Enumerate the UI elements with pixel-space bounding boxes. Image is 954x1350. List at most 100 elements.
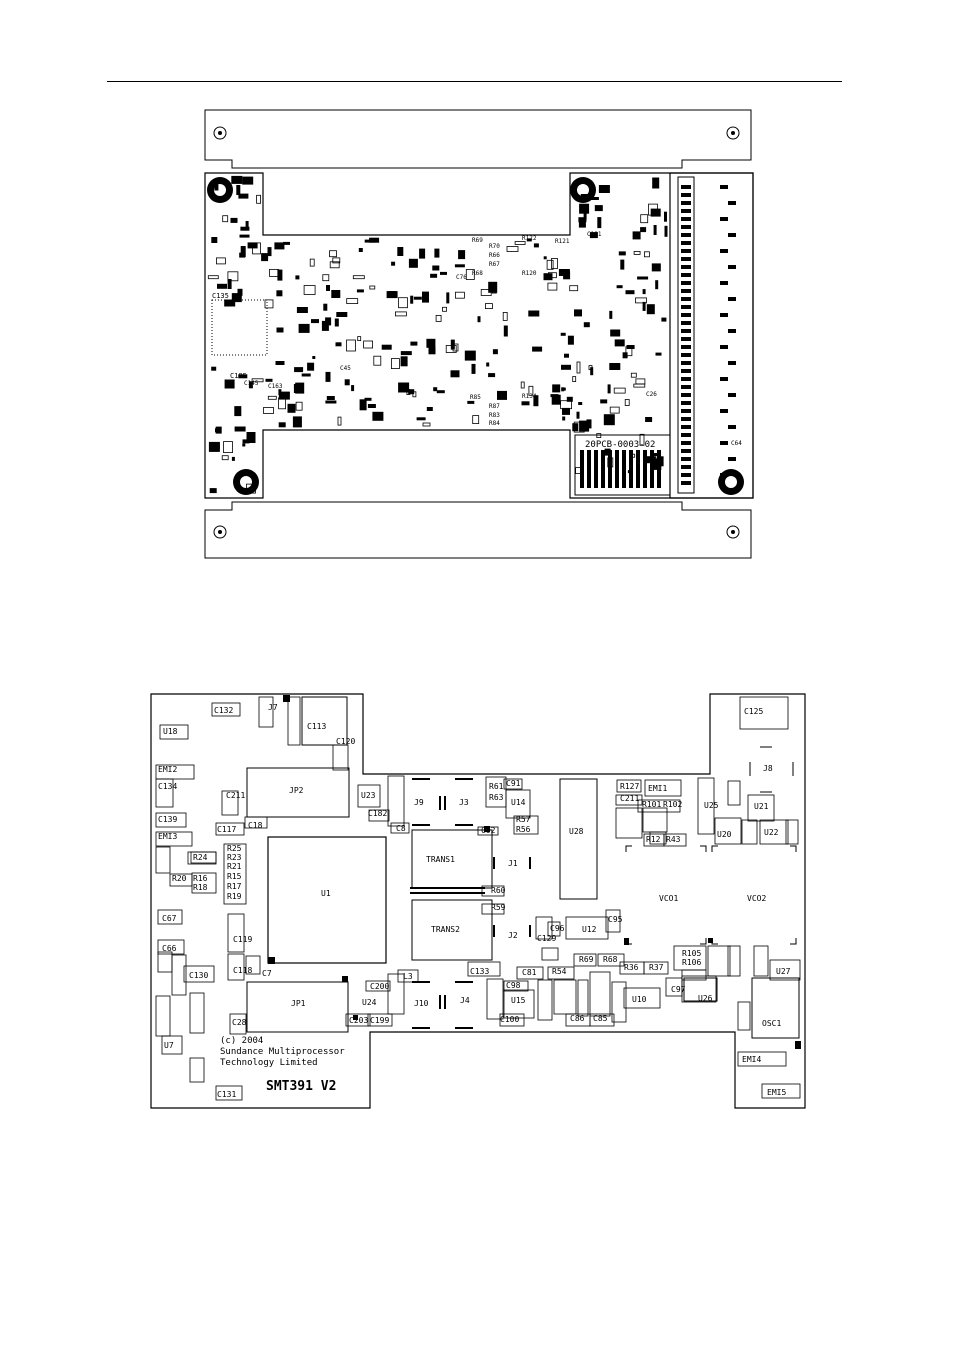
pcb-pad bbox=[564, 353, 569, 358]
pcb-pad bbox=[410, 295, 414, 304]
connector-pin bbox=[681, 329, 691, 333]
pcb-pad bbox=[363, 340, 374, 349]
connector-pin bbox=[681, 185, 691, 189]
silk-r84: R84 bbox=[489, 420, 500, 427]
label-c132: C132 bbox=[214, 706, 233, 715]
pcb-pad bbox=[293, 384, 300, 393]
pcb-pad bbox=[276, 290, 283, 297]
component-outline bbox=[513, 815, 539, 835]
pcb-pad bbox=[278, 391, 290, 400]
connector-pad bbox=[720, 409, 728, 413]
pcb-pad bbox=[432, 265, 440, 271]
pcb-pad bbox=[497, 390, 507, 400]
connector-pad bbox=[720, 345, 728, 349]
pcb-pad bbox=[364, 239, 376, 243]
pcb-pad bbox=[635, 297, 647, 304]
pcb-pad bbox=[251, 378, 264, 383]
trans2-area bbox=[411, 899, 493, 961]
pcb-pad bbox=[252, 242, 261, 255]
pcb-pad bbox=[295, 275, 300, 280]
pcb-pad bbox=[573, 421, 585, 433]
silk-r83: R83 bbox=[489, 412, 500, 419]
connector-pin bbox=[681, 345, 691, 349]
pcb-pad bbox=[642, 289, 646, 295]
pcb-pad bbox=[242, 443, 246, 447]
connector-pin bbox=[681, 393, 691, 397]
connector-pad bbox=[720, 249, 728, 253]
pcb-pad bbox=[567, 335, 574, 345]
label-c131: C131 bbox=[217, 1090, 236, 1099]
component-outline bbox=[737, 1051, 787, 1067]
label-c7: C7 bbox=[262, 969, 272, 978]
pcb-pad bbox=[231, 175, 243, 184]
pcb-pad bbox=[661, 317, 667, 322]
pcb-pad bbox=[269, 268, 279, 277]
pcb-pad bbox=[372, 411, 384, 421]
label-r68b: R68 bbox=[603, 955, 618, 964]
pcb-pad bbox=[607, 384, 611, 394]
component-outline bbox=[769, 959, 801, 981]
component-outline bbox=[663, 833, 687, 847]
component-outline bbox=[467, 961, 501, 977]
connector-pad bbox=[728, 329, 736, 333]
label-emi2: EMI2 bbox=[158, 765, 177, 774]
pcb-pad bbox=[426, 338, 436, 348]
component-outline bbox=[157, 939, 185, 955]
component-outline bbox=[503, 980, 529, 992]
component-outline bbox=[707, 945, 731, 977]
pcb-pad bbox=[295, 401, 303, 411]
pcb-pad bbox=[400, 351, 412, 356]
silk-r85: R85 bbox=[470, 394, 481, 401]
connector-pin bbox=[681, 361, 691, 365]
silk-c145: C145 bbox=[244, 380, 259, 387]
label-u1: U1 bbox=[321, 889, 331, 898]
pcb-pad bbox=[296, 307, 308, 313]
component-outline bbox=[573, 953, 597, 967]
pcb-pad bbox=[419, 248, 426, 259]
connector-pin bbox=[681, 233, 691, 237]
pcb-pad bbox=[408, 258, 418, 268]
label-l3: L3 bbox=[403, 972, 413, 981]
silk-r68: R68 bbox=[472, 270, 483, 277]
component-outline bbox=[387, 973, 405, 1015]
label-c211: C211 bbox=[226, 791, 245, 800]
component-outline bbox=[597, 953, 625, 967]
pcb-pad bbox=[398, 297, 408, 309]
pcb-pad bbox=[642, 301, 646, 311]
label-u25: U25 bbox=[704, 801, 719, 810]
assembly-outline bbox=[150, 693, 806, 1109]
shield-area bbox=[211, 299, 268, 356]
component-outline bbox=[244, 816, 268, 829]
top-component-field bbox=[207, 175, 736, 494]
pcb-pad bbox=[221, 455, 229, 461]
pcb-pad bbox=[569, 285, 579, 292]
pcb-pad bbox=[587, 197, 599, 200]
pcb-pad bbox=[430, 273, 438, 278]
connector-pin bbox=[681, 401, 691, 405]
pcb-pad bbox=[609, 363, 621, 370]
pcb-pad bbox=[624, 399, 630, 406]
connector-pad bbox=[720, 313, 728, 317]
pcb-pad bbox=[267, 247, 272, 257]
connector-pin bbox=[681, 377, 691, 381]
pcb-pad bbox=[224, 299, 236, 307]
label-r60: R60 bbox=[491, 886, 506, 895]
pcb-pad bbox=[358, 248, 363, 252]
pcb-pad bbox=[622, 352, 628, 359]
connector-pin bbox=[681, 209, 691, 213]
component-outline bbox=[541, 947, 559, 961]
label-r59: R59 bbox=[491, 903, 506, 912]
component-outline bbox=[516, 966, 544, 980]
pcb-pad bbox=[625, 290, 635, 295]
pcb-pad bbox=[590, 367, 594, 376]
jp1-body bbox=[246, 981, 349, 1033]
pcb-pad bbox=[397, 247, 404, 256]
silk-r87: R87 bbox=[489, 403, 500, 410]
label-r106: R106 bbox=[682, 958, 701, 967]
connector-pin bbox=[681, 249, 691, 253]
pcb-pad bbox=[643, 251, 650, 258]
label-j10: J10 bbox=[414, 999, 429, 1008]
pcb-pad bbox=[589, 232, 598, 239]
label-u10: U10 bbox=[632, 995, 647, 1004]
connector-pin bbox=[681, 385, 691, 389]
